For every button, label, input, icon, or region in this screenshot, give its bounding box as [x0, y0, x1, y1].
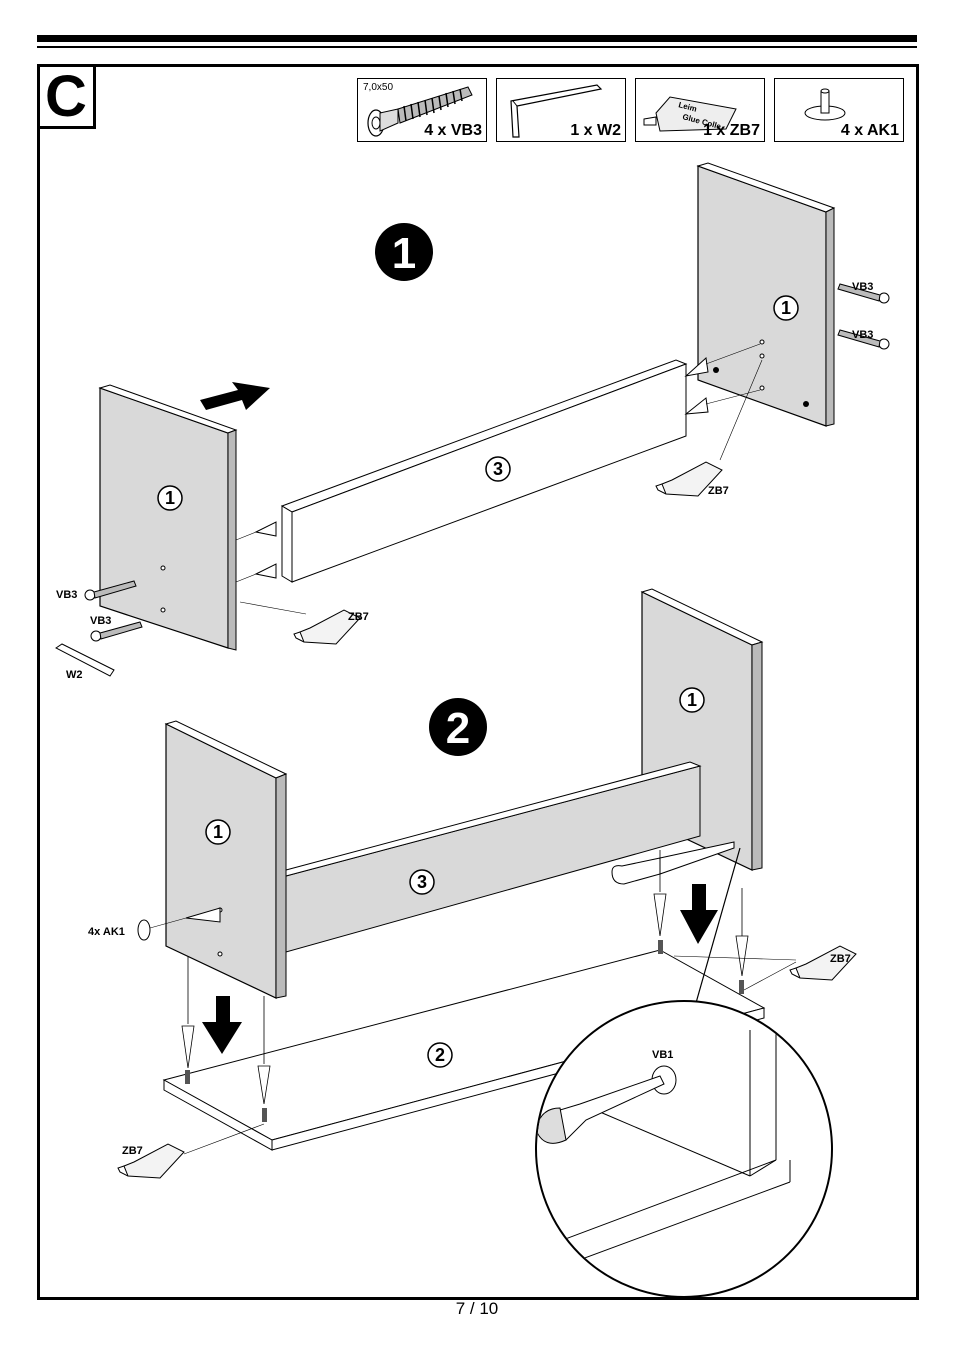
- part-box-w2: 1 x W2: [496, 78, 626, 142]
- rail-panel-3: 3: [280, 359, 688, 583]
- step-2-badge: [429, 698, 487, 756]
- svg-text:VB3: VB3: [56, 589, 77, 601]
- part-size: 7,0x50: [363, 82, 394, 93]
- part-box-zb7: Leim Glue Colle 1 x ZB7: [635, 78, 765, 142]
- allen-key-icon: [510, 84, 603, 138]
- header-rule-thin: [37, 46, 917, 48]
- svg-text:3: 3: [493, 459, 503, 479]
- page-number: 7 / 10: [455, 1299, 499, 1318]
- svg-text:ZB7: ZB7: [122, 1145, 143, 1157]
- section-letter: C: [39, 66, 96, 129]
- step-2-number: 2: [446, 704, 470, 753]
- svg-text:VB3: VB3: [852, 281, 873, 293]
- svg-text:ZB7: ZB7: [708, 485, 729, 497]
- screwdriver-icon: [611, 841, 735, 885]
- detail-magnifier: VB1: [535, 847, 833, 1298]
- part-label: 4 x VB3: [424, 122, 482, 139]
- shelf-pin-icon: [137, 919, 151, 941]
- arrow-down-icon: [680, 884, 718, 944]
- svg-text:1: 1: [687, 690, 697, 710]
- arrow-down-icon: [202, 996, 242, 1054]
- part-box-ak1: 4 x AK1: [774, 78, 904, 142]
- svg-text:VB3: VB3: [90, 615, 111, 627]
- right-side-panel-1: 1: [696, 162, 836, 427]
- allen-key-icon: [55, 643, 115, 677]
- svg-text:3: 3: [417, 872, 427, 892]
- step-1-badge: [375, 223, 433, 281]
- svg-text:VB1: VB1: [652, 1049, 673, 1061]
- svg-text:VB3: VB3: [852, 329, 873, 341]
- svg-text:W2: W2: [66, 669, 83, 681]
- step-1-number: 1: [392, 229, 416, 278]
- svg-text:4x AK1: 4x AK1: [88, 926, 125, 938]
- svg-text:1: 1: [781, 298, 791, 318]
- left-side-panel-2: 1: [164, 720, 288, 999]
- svg-text:2: 2: [435, 1045, 445, 1065]
- part-label: 4 x AK1: [840, 122, 899, 139]
- svg-text:1: 1: [213, 822, 223, 842]
- svg-text:1: 1: [165, 488, 175, 508]
- part-label: 1 x W2: [570, 122, 621, 139]
- header-rule-thick: [37, 35, 917, 42]
- rail-panel-3: 3: [285, 761, 702, 953]
- shelf-pin-icon: [804, 88, 846, 121]
- svg-text:ZB7: ZB7: [830, 953, 851, 965]
- cam-bolt-icon: [367, 86, 473, 137]
- arrow-right-icon: [200, 382, 270, 410]
- left-side-panel-1: 1: [98, 384, 238, 651]
- part-label: 1 x ZB7: [703, 122, 760, 139]
- part-box-vb3: 7,0x50 4 x VB3: [357, 78, 487, 142]
- svg-text:ZB7: ZB7: [348, 611, 369, 623]
- instruction-frame: [37, 64, 919, 1300]
- glue-tube-icon: Leim Glue Colle: [643, 96, 737, 132]
